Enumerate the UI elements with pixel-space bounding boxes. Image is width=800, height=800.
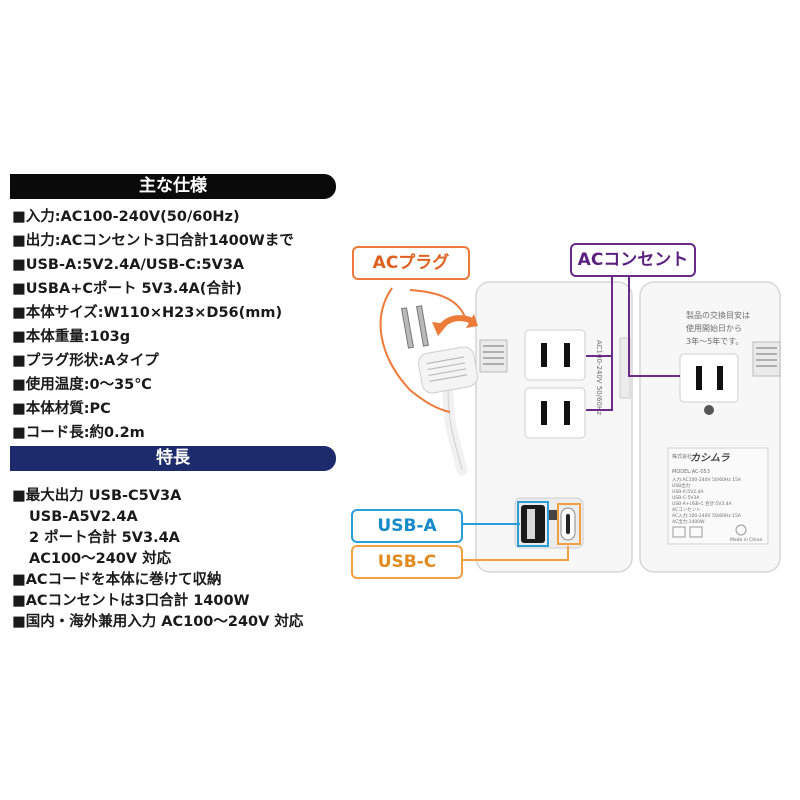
- spec-line: ■出力:ACコンセント3口合計1400Wまで: [12, 233, 294, 249]
- rating-line: ACコンセント: [672, 507, 701, 513]
- rating-line: USB出力: [672, 482, 691, 489]
- rating-line: AC出力:1400W: [672, 518, 705, 525]
- spec-line: ■本体材質:PC: [12, 401, 111, 417]
- rating-line: USB-C:5V3A: [672, 495, 700, 501]
- spec-list: ■入力:AC100-240V(50/60Hz) ■出力:ACコンセント3口合計1…: [12, 205, 294, 445]
- feature-line: ■ACコードを本体に巻けて収納: [12, 572, 222, 588]
- usb-c-connector: [459, 546, 569, 561]
- feature-subline: AC100～240V 対応: [29, 551, 172, 567]
- ac-outlet-back: [679, 353, 739, 403]
- usb-c-port: [560, 507, 576, 541]
- ac-plug-label: ACプラグ: [352, 246, 470, 280]
- feature-subline: USB-A5V2.4A: [29, 509, 138, 525]
- made-in-text: Made in China: [730, 537, 762, 543]
- spec-line: ■USB-A:5V2.4A/USB-C:5V3A: [12, 257, 245, 273]
- usb-a-label: USB-A: [351, 509, 463, 543]
- recycle-mark-icon: [689, 526, 703, 538]
- spec-line: ■使用温度:0～35℃: [12, 377, 152, 393]
- ce-mark-icon: [672, 526, 686, 538]
- side-rating-text: AC100-240V 50/60Hz: [595, 340, 603, 415]
- notice-line: 使用開始日から: [686, 323, 742, 333]
- ac-plug: [379, 287, 478, 476]
- ac-outlet-2: [524, 387, 586, 439]
- spec-header: 主な仕様: [10, 174, 336, 199]
- rating-line: 入力:AC100-240V 50/60Hz 15A: [672, 476, 742, 483]
- pse-mark-icon: [735, 524, 747, 536]
- screw-icon: [704, 405, 714, 415]
- feature-subline: 2 ポート合計 5V3.4A: [29, 530, 180, 546]
- brand-logo: カシムラ: [690, 452, 730, 464]
- spec-line: ■本体サイズ:W110×H23×D56(mm): [12, 305, 283, 321]
- rating-line: USB-A:5V2.4A: [672, 489, 704, 495]
- spec-line: ■コード長:約0.2m: [12, 425, 145, 441]
- back-unit: 製品の交換目安は 使用開始日から 3年～5年です。 株式会社 カシムラ MODE…: [639, 281, 781, 573]
- spec-line: ■入力:AC100-240V(50/60Hz): [12, 209, 240, 225]
- spec-line: ■本体重量:103g: [12, 329, 131, 345]
- rating-line: AC入力:100-240V 50/60Hz 15A: [672, 512, 742, 519]
- notice-line: 製品の交換目安は: [686, 310, 750, 320]
- feature-line: ■ACコンセントは3口合計 1400W: [12, 593, 250, 609]
- feature-line: ■国内・海外兼用入力 AC100～240V 対応: [12, 614, 304, 630]
- features-list: ■最大出力 USB-C5V3A USB-A5V2.4A 2 ポート合計 5V3.…: [12, 486, 303, 633]
- cord-clip: [479, 339, 508, 373]
- features-header: 特長: [10, 446, 336, 471]
- model-text: MODEL:AC-053: [672, 469, 710, 475]
- ac-outlet-label: ACコンセント: [570, 243, 696, 277]
- brand-prefix: 株式会社: [672, 453, 692, 460]
- spec-line: ■USBA+Cポート 5V3.4A(合計): [12, 281, 243, 297]
- rating-line: USB-A+USB-C 合計:5V3.4A: [672, 500, 733, 507]
- notice-line: 3年～5年です。: [686, 336, 743, 346]
- front-unit: AC100-240V 50/60Hz: [475, 281, 633, 573]
- usb-c-label: USB-C: [351, 545, 463, 579]
- feature-line: ■最大出力 USB-C5V3A: [12, 488, 182, 504]
- usb-a-port: [521, 505, 545, 543]
- ac-outlet-1: [524, 329, 586, 381]
- spec-line: ■プラグ形状:Aタイプ: [12, 353, 159, 369]
